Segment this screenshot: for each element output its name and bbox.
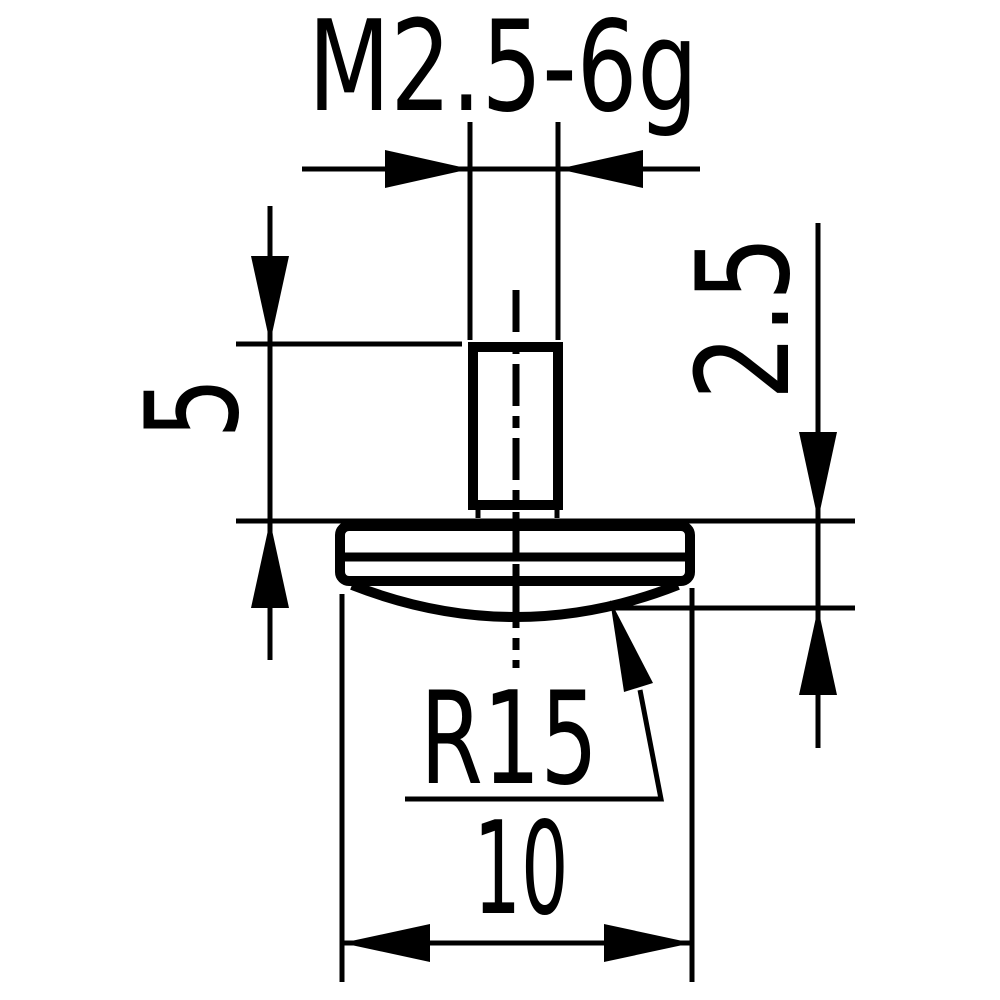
disc-thickness-label-group: 2.5 [670, 236, 819, 401]
thread-spec-label: M2.5-6g [308, 0, 698, 140]
bottom-radius-label: R15 [420, 665, 598, 814]
length-arrowhead-bottom [251, 521, 289, 608]
diameter-arrowhead-right [604, 924, 692, 962]
diameter-arrowhead-left [342, 924, 430, 962]
dimension-graphics [236, 122, 855, 982]
thickness-arrowhead-top [799, 432, 837, 520]
thickness-arrowhead-bottom [799, 608, 837, 695]
stud-length-label: 5 [119, 377, 268, 439]
stud-length-label-group: 5 [119, 377, 268, 439]
dimension-labels: M2.5-6g 5 2.5 R15 10 [119, 0, 819, 944]
radius-leader-arrowhead [610, 600, 653, 692]
length-arrowhead-top [251, 256, 289, 343]
thread-arrowhead-left [385, 150, 470, 188]
disc-diameter-label: 10 [474, 795, 569, 944]
radius-leader-line [405, 689, 665, 802]
thread-arrowhead-right [558, 150, 643, 188]
disc-thickness-label: 2.5 [670, 236, 819, 401]
